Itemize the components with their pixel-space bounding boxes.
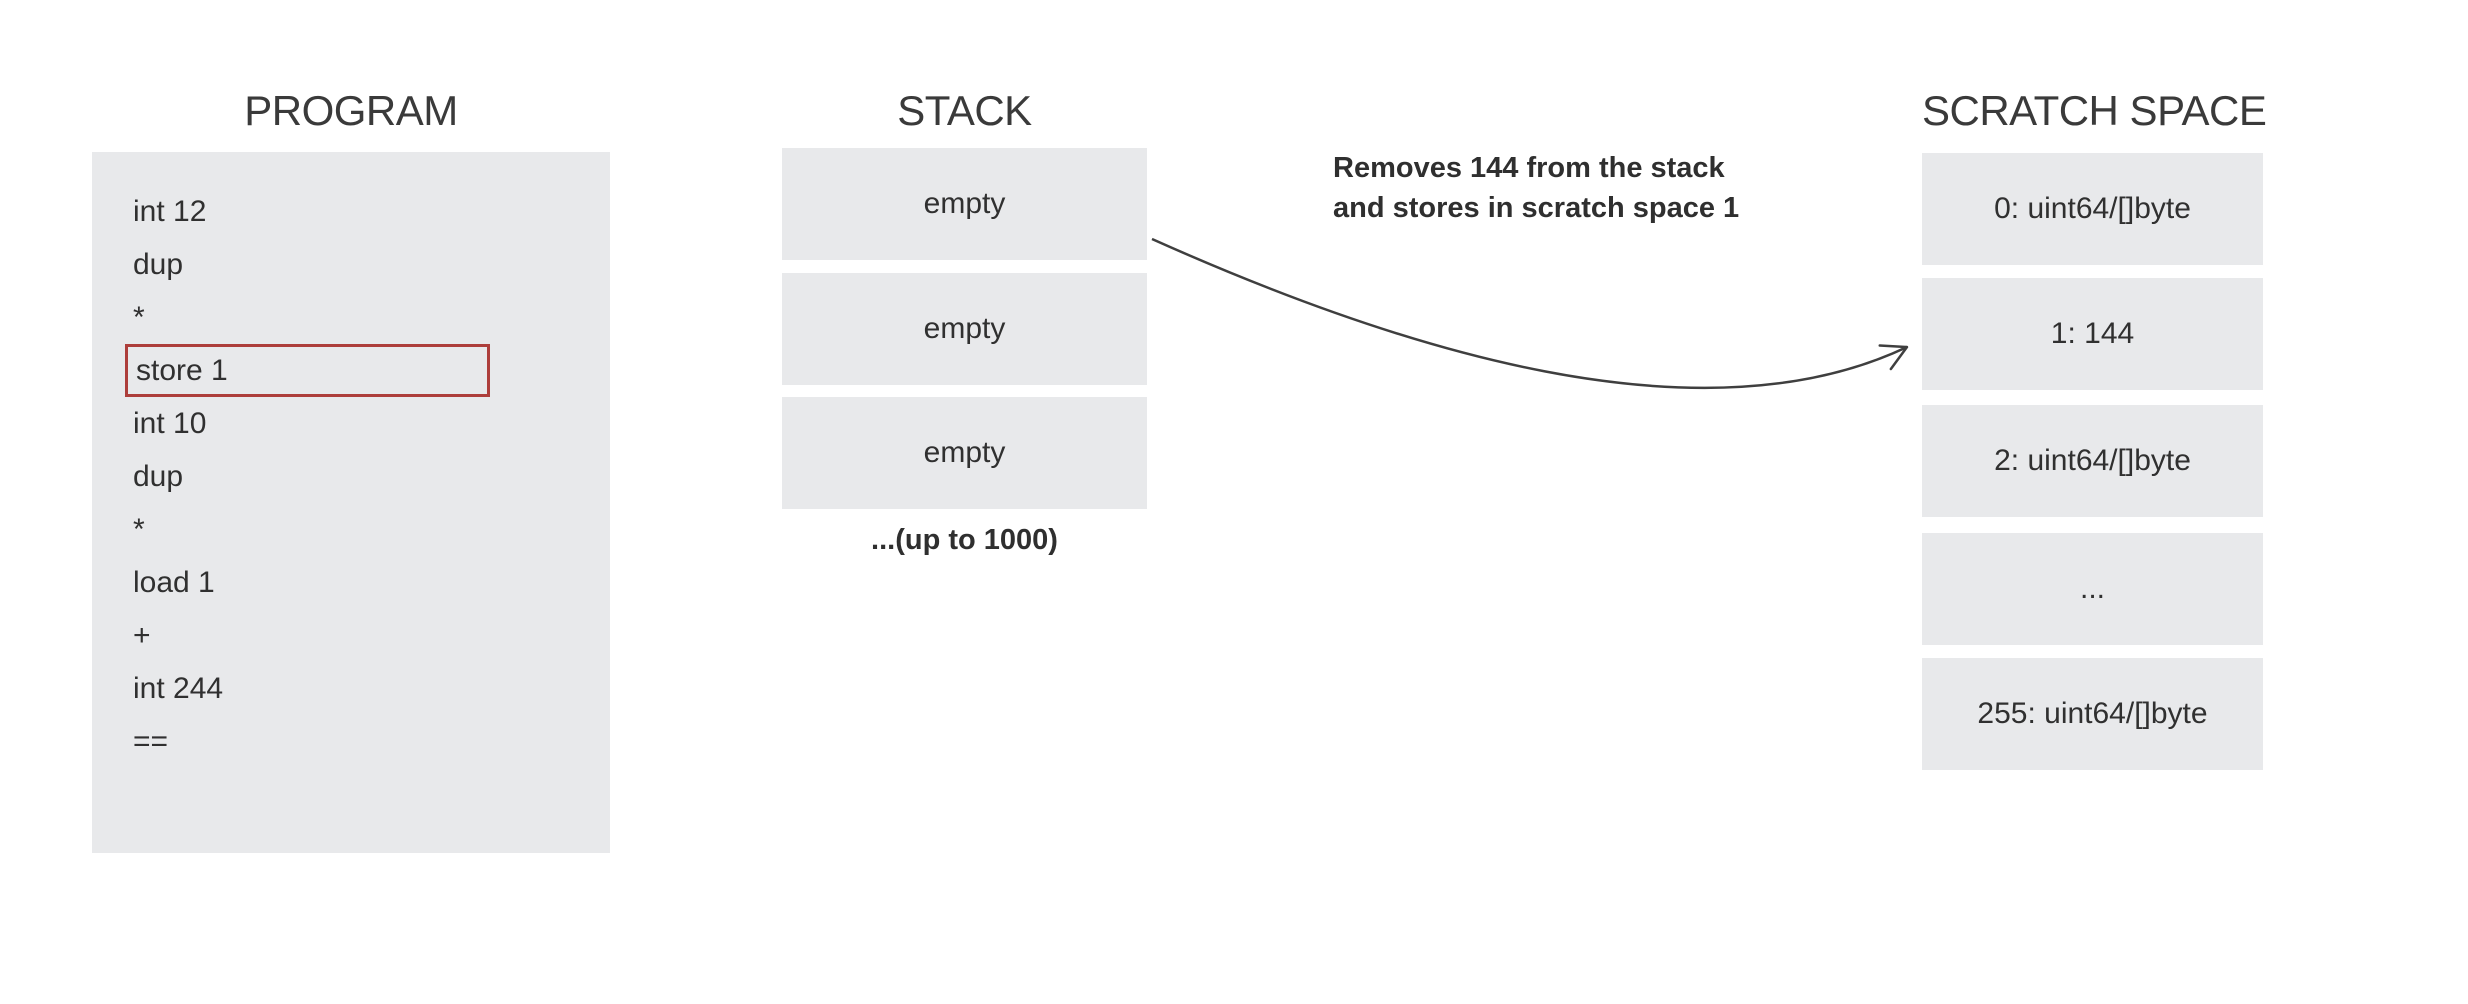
- scratch-slot: 0: uint64/[]byte: [1922, 153, 2263, 265]
- stack-title: STACK: [897, 87, 1032, 134]
- program-line: int 244: [133, 672, 224, 705]
- program-line: int 10: [133, 407, 207, 440]
- program-line-highlighted: store 1: [125, 344, 490, 397]
- program-line: dup: [133, 248, 184, 281]
- scratch-slot: ...: [1922, 533, 2263, 645]
- stack-slot: empty: [782, 397, 1147, 509]
- scratch-slot: 2: uint64/[]byte: [1922, 405, 2263, 517]
- program-line: load 1: [133, 566, 215, 599]
- scratch-slot: 1: 144: [1922, 278, 2263, 390]
- annotation-line-2: and stores in scratch space 1: [1333, 192, 1740, 224]
- stack-capacity-note: ...(up to 1000): [871, 524, 1058, 556]
- program-line: +: [133, 619, 151, 652]
- program-line: *: [133, 513, 145, 546]
- annotation-text: Removes 144 from the stack and stores in…: [1333, 148, 1739, 228]
- program-line: ==: [133, 725, 169, 758]
- program-line: int 12: [133, 195, 207, 228]
- program-line: *: [133, 301, 145, 334]
- scratch-space-title: SCRATCH SPACE: [1922, 87, 2267, 134]
- stack-slot: empty: [782, 148, 1147, 260]
- program-title: PROGRAM: [244, 87, 458, 134]
- flow-arrow-path: [1151, 237, 1909, 390]
- stack-slot: empty: [782, 273, 1147, 385]
- annotation-line-1: Removes 144 from the stack: [1333, 152, 1725, 184]
- scratch-slot: 255: uint64/[]byte: [1922, 658, 2263, 770]
- program-box: int 12 dup * store 1 int 10 dup * load 1…: [92, 152, 610, 853]
- program-line: dup: [133, 460, 184, 493]
